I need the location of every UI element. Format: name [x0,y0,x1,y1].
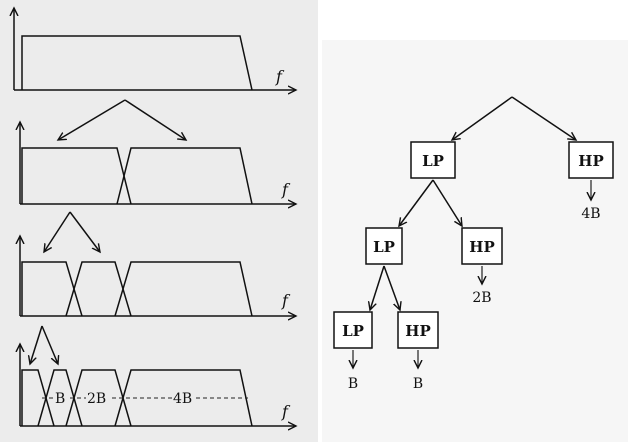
tree-l3-branch-left [370,265,385,310]
label-bg-4b [172,389,196,405]
tree-node-hp-2-label: HP [469,238,494,256]
split-arrow-2-left [44,211,71,252]
split-arrows-3 [30,325,58,364]
panel-3-band-3 [114,261,253,317]
tree-node-lp-2-label: LP [373,238,395,256]
panel-1-full-band [21,35,253,91]
tree-node-hp-3 [397,311,439,349]
split-arrow-1-right [124,99,186,140]
bandwidth-label-4b: 4B [173,391,192,407]
tree-node-hp-1-label: HP [578,152,603,170]
left-panel-background [0,0,318,442]
spectrum-panel-4: B 2B 4B f [20,344,296,426]
tree-node-lp-3 [333,311,373,349]
right-top-band [322,0,628,40]
panel-4-axis-label: f [281,402,291,421]
split-arrow-3-left [30,325,43,364]
panel-1-axis-label: f [275,67,285,86]
label-bg-2b [86,389,110,405]
tree-node-hp-1 [568,141,614,179]
split-arrow-3-right [41,325,58,364]
panel-2-axis-label: f [281,180,291,199]
tree-lp-3-bandwidth: B [348,376,358,392]
split-arrow-1-left [58,99,126,140]
tree-l2-branch-right [432,179,462,226]
split-arrows-2 [44,211,100,252]
tree-node-lp-1-label: LP [422,152,444,170]
panel-2-high-band [116,147,253,205]
tree-l3-branch-right [383,265,400,310]
tree-node-lp-3-label: LP [342,322,364,340]
tree-node-hp-3-label: HP [405,322,430,340]
spectrum-panel-3: f [20,236,296,316]
tree-node-lp-1 [410,141,456,179]
tree-node-lp-2 [365,227,403,265]
panel-divider [318,0,322,442]
split-arrows-1 [58,99,186,140]
split-arrow-2-right [69,211,100,252]
tree-hp-2-bandwidth: 2B [472,290,491,306]
bandwidth-label-2b: 2B [87,391,106,407]
panel-3-axis-label: f [281,291,291,310]
bandwidth-label-b: B [55,391,65,407]
tree-hp-1-bandwidth: 4B [581,206,600,222]
label-bg-b [54,389,68,405]
tree-node-hp-2 [461,227,503,265]
spectrum-panel-2: f [20,122,296,204]
tree-root-branch-right [511,96,576,140]
filter-tree: LP HP 4B LP HP 2B LP B HP B [333,96,614,392]
right-panel-background [322,0,628,442]
tree-l2-branch-left [399,179,434,226]
tree-root-branch-left [452,96,513,140]
spectrum-panel-1: f [14,8,296,90]
tree-hp-3-bandwidth: B [413,376,423,392]
